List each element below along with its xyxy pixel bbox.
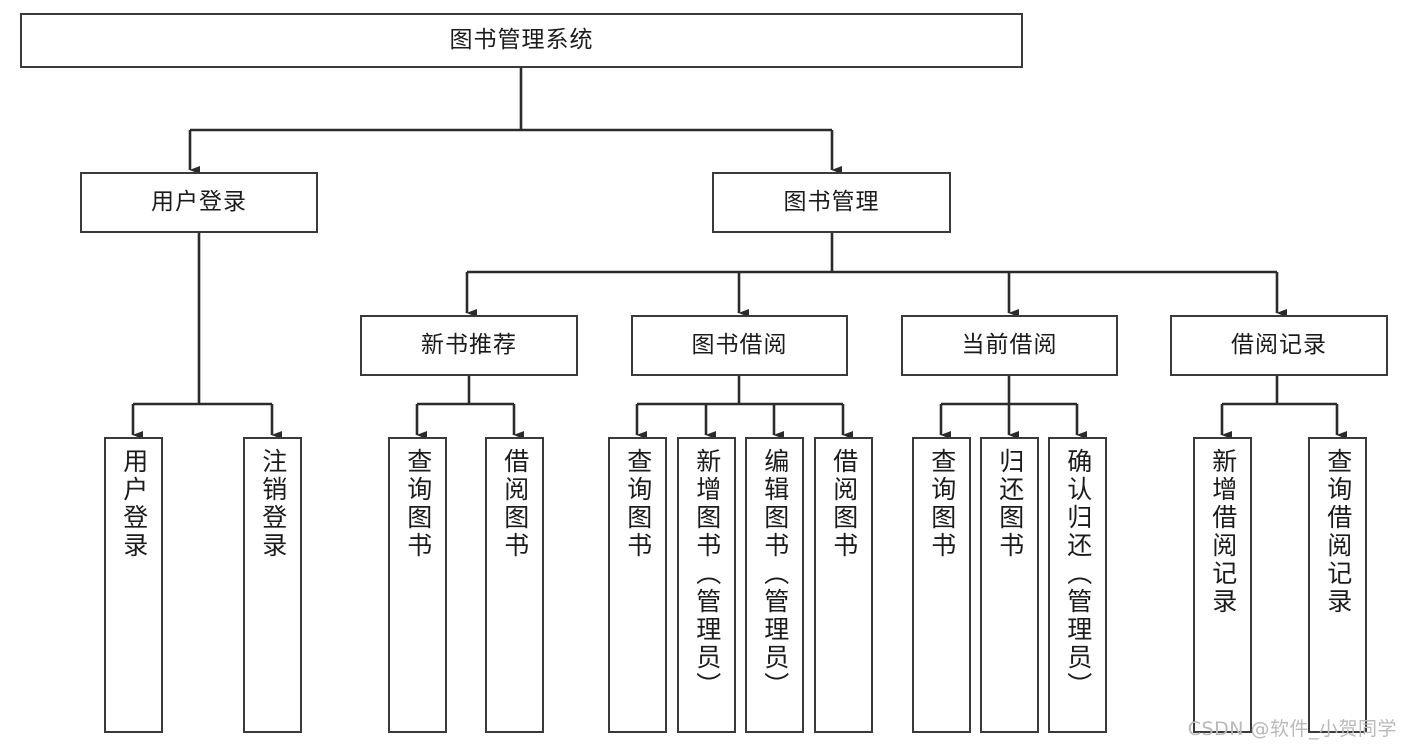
node-book-manage[interactable]: 图书管理 bbox=[712, 172, 951, 233]
node-leaf-borrow-book-1-label: 借阅图书 bbox=[500, 448, 530, 560]
node-leaf-borrow-book-1[interactable]: 借阅图书 bbox=[485, 437, 544, 733]
node-current-borrow[interactable]: 当前借阅 bbox=[901, 315, 1118, 376]
node-book-borrow-label: 图书借阅 bbox=[691, 331, 788, 358]
node-root[interactable]: 图书管理系统 bbox=[20, 13, 1023, 68]
node-leaf-logout[interactable]: 注销登录 bbox=[243, 437, 302, 733]
node-leaf-add-book-label: 新增图书（管理员） bbox=[692, 448, 722, 700]
node-leaf-user-login-label: 用户登录 bbox=[119, 448, 149, 560]
node-leaf-return-book-label: 归还图书 bbox=[995, 448, 1025, 560]
node-new-book-rec-label: 新书推荐 bbox=[421, 331, 517, 358]
node-leaf-add-book[interactable]: 新增图书（管理员） bbox=[677, 437, 736, 733]
node-leaf-query-book-3-label: 查询图书 bbox=[927, 448, 957, 560]
node-root-label: 图书管理系统 bbox=[449, 26, 594, 53]
node-user-login[interactable]: 用户登录 bbox=[80, 172, 318, 233]
node-leaf-query-book-3[interactable]: 查询图书 bbox=[912, 437, 971, 733]
node-new-book-rec[interactable]: 新书推荐 bbox=[360, 315, 578, 376]
node-leaf-edit-book-label: 编辑图书（管理员） bbox=[760, 448, 790, 700]
node-book-borrow[interactable]: 图书借阅 bbox=[631, 315, 848, 376]
node-leaf-add-record[interactable]: 新增借阅记录 bbox=[1193, 437, 1252, 733]
node-user-login-label: 用户登录 bbox=[151, 188, 247, 215]
node-leaf-logout-label: 注销登录 bbox=[258, 448, 288, 560]
node-leaf-user-login[interactable]: 用户登录 bbox=[104, 437, 163, 733]
node-leaf-query-book-2-label: 查询图书 bbox=[623, 448, 653, 560]
node-leaf-query-book-1[interactable]: 查询图书 bbox=[388, 437, 447, 733]
node-leaf-borrow-book-2[interactable]: 借阅图书 bbox=[814, 437, 873, 733]
node-leaf-return-book[interactable]: 归还图书 bbox=[980, 437, 1039, 733]
node-leaf-query-record-label: 查询借阅记录 bbox=[1323, 448, 1353, 616]
node-book-manage-label: 图书管理 bbox=[783, 188, 880, 215]
node-current-borrow-label: 当前借阅 bbox=[961, 331, 1058, 358]
node-leaf-query-book-1-label: 查询图书 bbox=[403, 448, 433, 560]
node-leaf-borrow-book-2-label: 借阅图书 bbox=[829, 448, 859, 560]
node-borrow-record[interactable]: 借阅记录 bbox=[1170, 315, 1388, 376]
node-leaf-edit-book[interactable]: 编辑图书（管理员） bbox=[745, 437, 804, 733]
node-leaf-confirm-return[interactable]: 确认归还（管理员） bbox=[1048, 437, 1107, 733]
node-leaf-add-record-label: 新增借阅记录 bbox=[1208, 448, 1238, 616]
node-leaf-confirm-return-label: 确认归还（管理员） bbox=[1063, 448, 1093, 700]
node-leaf-query-record[interactable]: 查询借阅记录 bbox=[1308, 437, 1367, 733]
node-borrow-record-label: 借阅记录 bbox=[1231, 331, 1327, 358]
node-leaf-query-book-2[interactable]: 查询图书 bbox=[608, 437, 667, 733]
